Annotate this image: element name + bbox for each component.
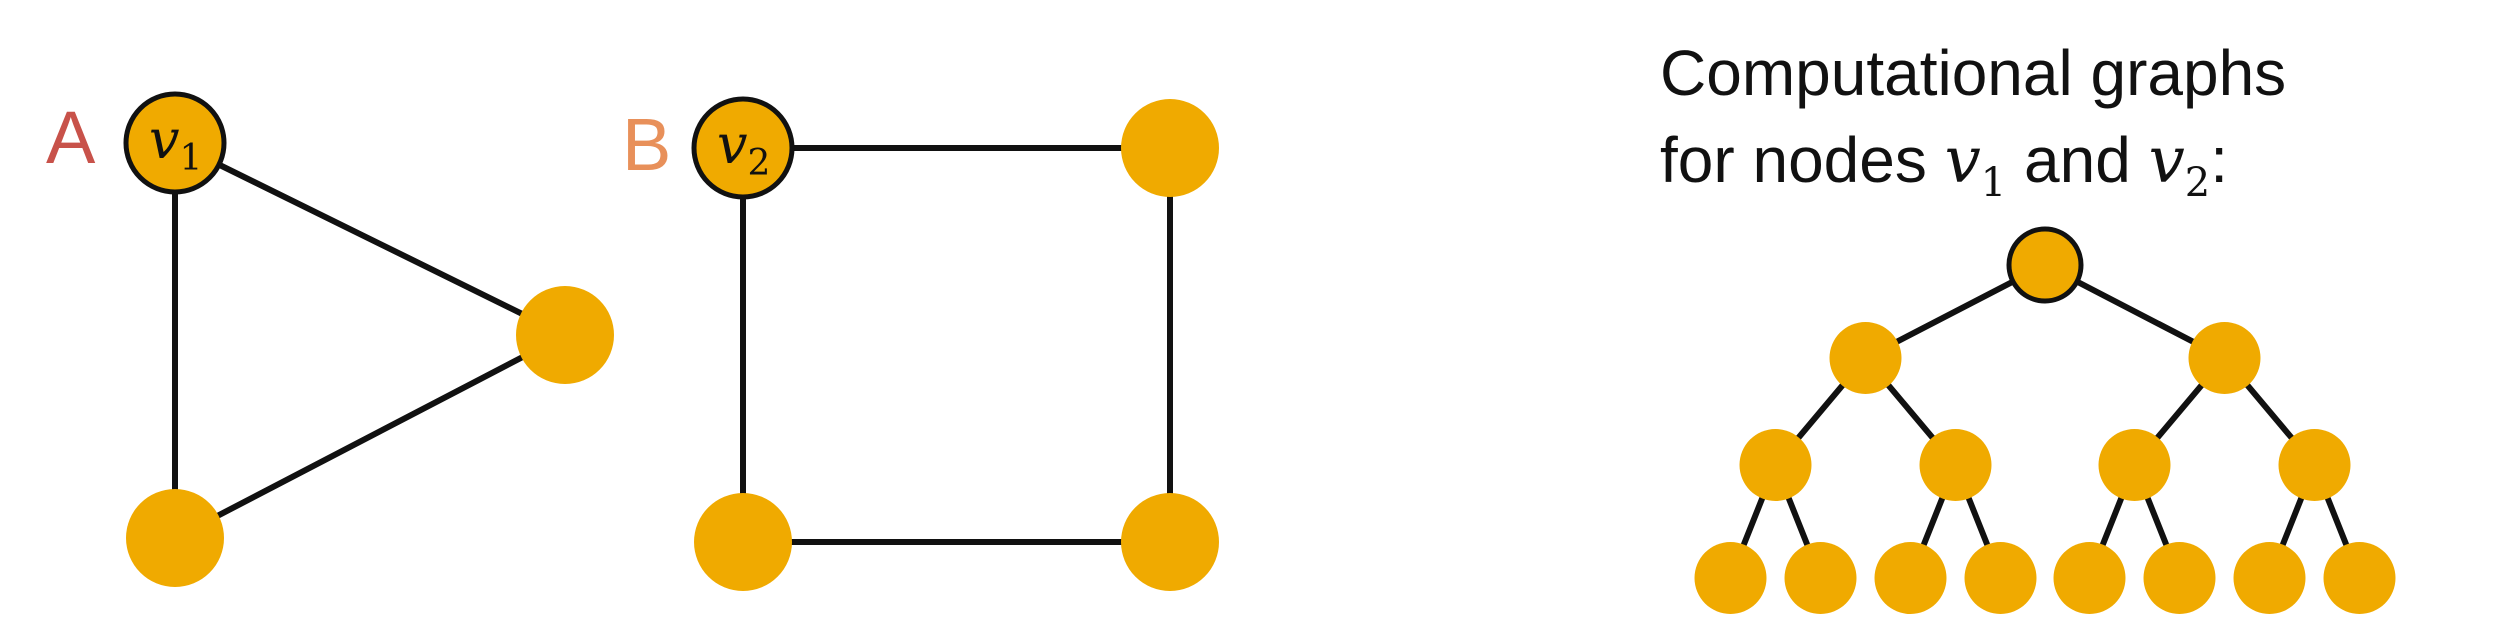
caption-suffix: : xyxy=(2210,124,2228,196)
graph-b-node-bottom-right xyxy=(1121,493,1219,591)
graph-a-node-v1-var: v xyxy=(149,108,180,171)
graph-a-node-v1 xyxy=(123,91,227,195)
caption-line-1: Computational graphs xyxy=(1660,37,2286,109)
caption: Computational graphs for nodes v1 and v2… xyxy=(1660,37,2286,206)
tree-node-l3-2 xyxy=(1874,542,1947,614)
graph-a-edge-right-bottom xyxy=(172,332,568,541)
tree-node-l3-7 xyxy=(2323,542,2396,614)
caption-var-1: v xyxy=(1945,124,1981,198)
graph-a-label: A xyxy=(46,96,96,179)
tree-node-l2-3 xyxy=(2278,429,2351,501)
computational-tree xyxy=(1694,226,2396,614)
tree-node-l3-3 xyxy=(1964,542,2037,614)
graph-b-label: B xyxy=(622,103,671,186)
graph-a-node-bottom xyxy=(126,489,224,587)
tree-node-l2-1 xyxy=(1919,429,1992,501)
graph-b-node-top-right xyxy=(1121,99,1219,197)
caption-conjunction: and xyxy=(2006,124,2148,196)
tree-node-l1-1 xyxy=(2188,322,2261,394)
graph-b-node-v2 xyxy=(691,96,795,200)
tree-root-node xyxy=(2006,226,2084,304)
graph-a-node-v1-label: v1 xyxy=(149,108,202,179)
caption-var-2: v xyxy=(2149,124,2185,198)
tree-node-l3-0 xyxy=(1694,542,1767,614)
caption-var-1-sub: 1 xyxy=(1981,160,2006,206)
graph-b: B v2 xyxy=(622,96,1219,591)
tree-node-l3-5 xyxy=(2143,542,2216,614)
tree-node-l2-0 xyxy=(1739,429,1812,501)
tree-node-l1-0 xyxy=(1829,322,1902,394)
tree-node-l2-2 xyxy=(2098,429,2171,501)
graph-a-node-v1-sub: 1 xyxy=(180,138,203,179)
graph-b-node-v2-label: v2 xyxy=(717,113,770,184)
graph-a-edge-v1-right xyxy=(172,140,568,338)
graph-b-node-v2-var: v xyxy=(717,113,748,176)
tree-node-l3-4 xyxy=(2053,542,2126,614)
graph-a: A v1 xyxy=(46,91,614,587)
caption-var-2-sub: 2 xyxy=(2185,160,2210,206)
graph-a-node-right xyxy=(516,286,614,384)
caption-line-2: for nodes v1 and v2: xyxy=(1660,124,2228,206)
tree-node-l3-1 xyxy=(1784,542,1857,614)
tree-node-l3-6 xyxy=(2233,542,2306,614)
caption-prefix: for nodes xyxy=(1660,124,1945,196)
graph-b-node-v2-sub: 2 xyxy=(748,143,771,184)
graph-b-node-bottom-left xyxy=(694,493,792,591)
